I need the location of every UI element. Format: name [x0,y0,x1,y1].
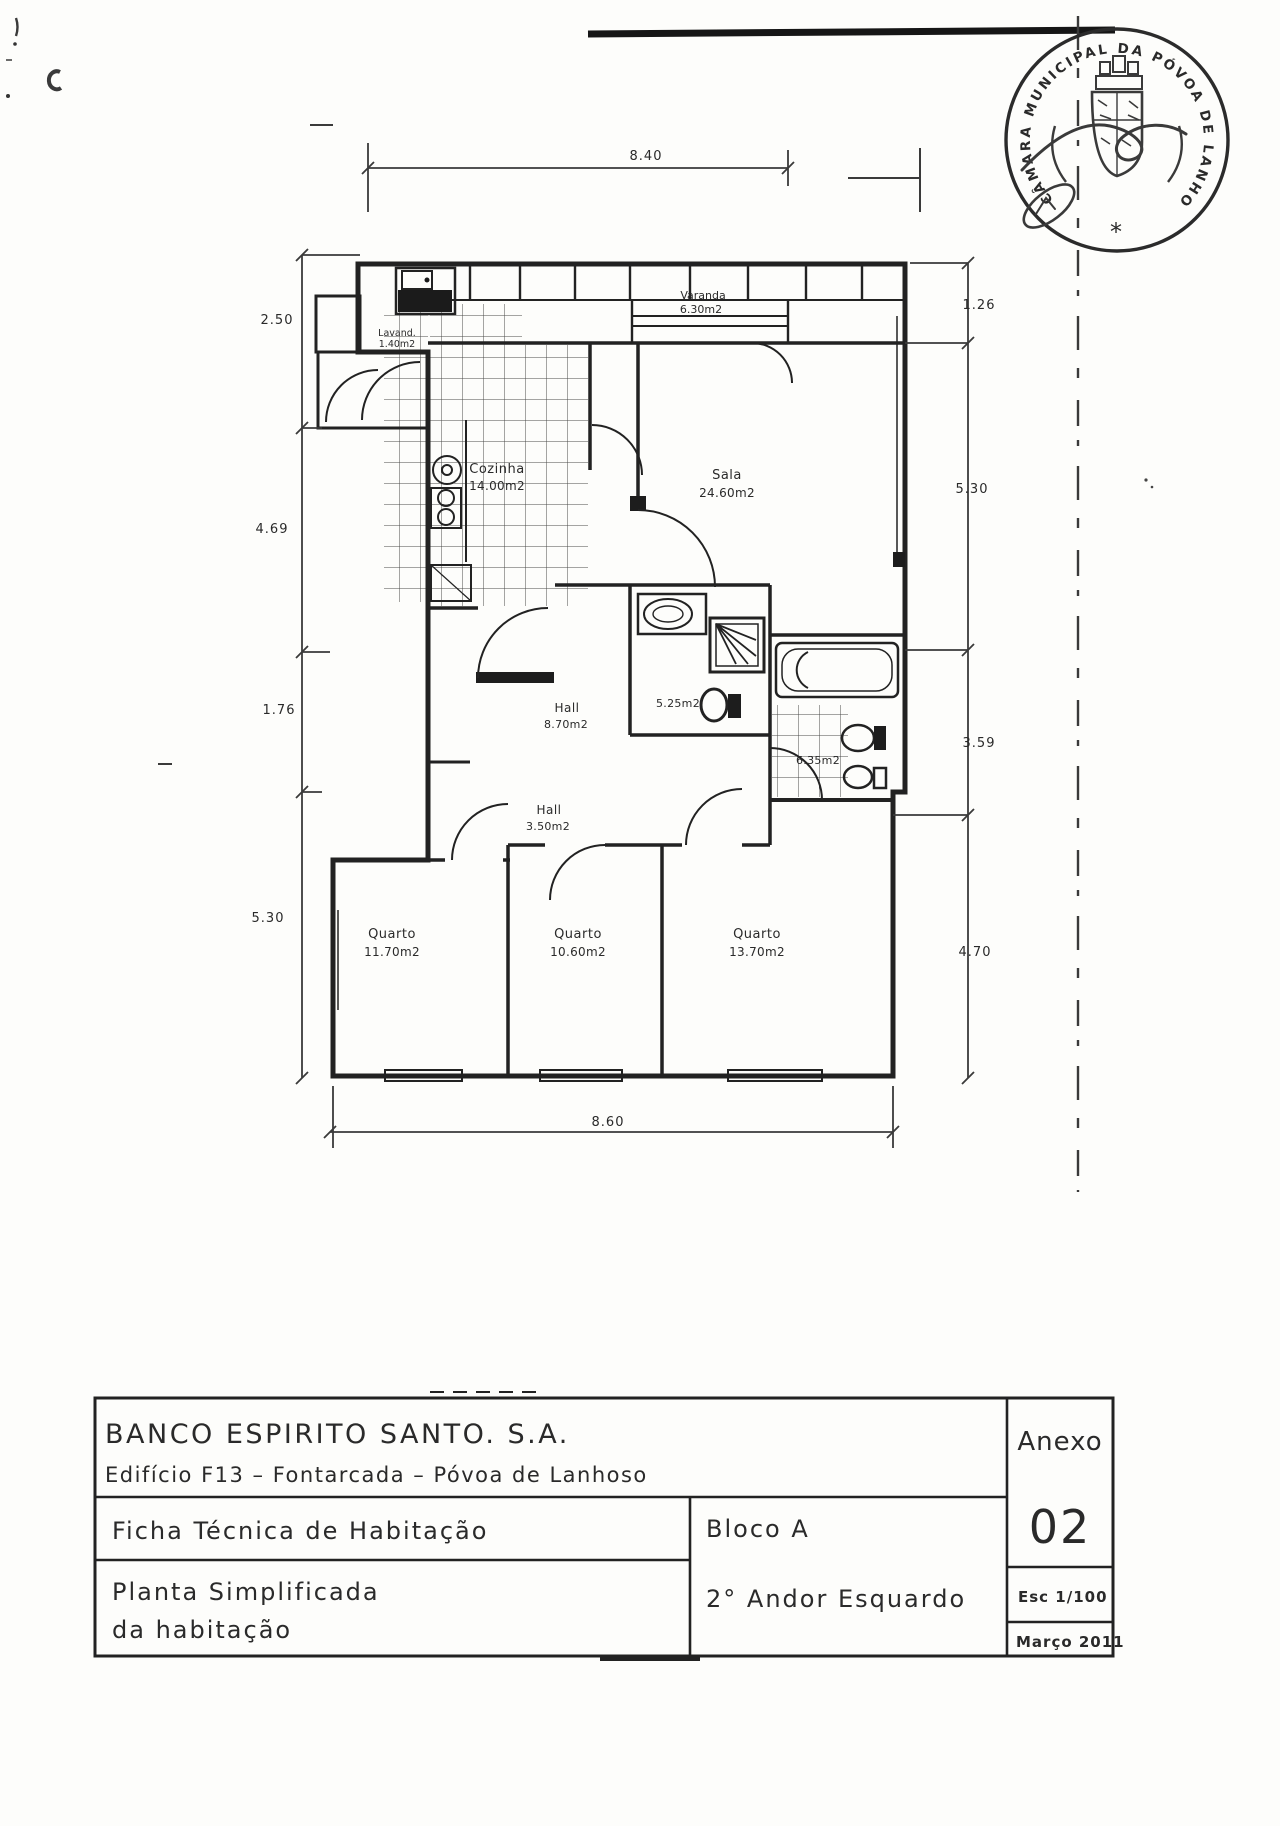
bathroom1-fixtures [636,592,766,723]
entry-porch [314,294,428,430]
dimension-lines [295,143,975,1148]
dim-left-3: 1.76 [263,703,296,718]
varanda-label: Varanda [680,289,725,302]
wall-chunks [476,496,905,683]
quarto3-area: 13.70m2 [729,945,785,959]
floor-plan: Varanda 6.30m2 Lavand. 1.40m2 Cozinha 14… [314,261,908,1082]
hall1-label: Hall [554,701,579,715]
coat-of-arms [1051,55,1183,183]
scan-specks [6,17,1154,765]
header-rule [587,26,1116,38]
varanda-area: 6.30m2 [680,303,722,316]
bathroom2-fixtures [774,641,900,790]
cozinha-label: Cozinha [469,462,524,477]
lavandaria-label: Lavand. [378,328,416,339]
company-name: BANCO ESPIRITO SANTO. S.A. [105,1419,570,1450]
dim-right-3: 3.59 [963,736,996,751]
date-label: Março 2011 [1016,1633,1125,1651]
room-labels: Varanda 6.30m2 Lavand. 1.40m2 Cozinha 14… [364,289,840,959]
block-label: Bloco A [706,1515,810,1543]
door-arcs [325,342,823,901]
hall1-area: 8.70m2 [544,718,588,731]
floor-label: 2° Andor Esquardo [706,1585,966,1613]
exterior-walls [330,261,908,1079]
municipal-stamp: CÂMARA MUNICIPAL DA PÓVOA DE LANHOSO * [0,0,1230,253]
doc-type: Ficha Técnica de Habitação [112,1517,488,1545]
dim-right-4: 4.70 [959,945,992,960]
annex-number: 02 [1029,1500,1092,1554]
signature [1020,123,1188,229]
dimension-labels: 8.40 8.60 2.50 4.69 1.76 5.30 1.26 5.30 … [252,149,996,1130]
windows [384,1069,823,1082]
dim-left-4: 5.30 [252,911,285,926]
hall2-label: Hall [536,803,561,817]
dim-right-1: 1.26 [963,298,996,313]
quarto1-label: Quarto [368,927,416,942]
dim-right-2: 5.30 [956,482,989,497]
wc2-area: 6.35m2 [796,754,840,767]
sala-label: Sala [712,468,742,483]
stamp-star: * [1110,218,1122,246]
quarto2-label: Quarto [554,927,602,942]
quarto1-area: 11.70m2 [364,945,420,959]
scale-label: Esc 1/100 [1018,1588,1108,1606]
sala-area: 24.60m2 [699,486,755,500]
dim-left-1: 2.50 [261,313,294,328]
annex-label: Anexo [1017,1427,1102,1457]
cozinha-area: 14.00m2 [469,479,525,493]
dim-left-2: 4.69 [256,522,289,537]
dim-top: 8.40 [630,149,663,164]
lavandaria-area: 1.40m2 [379,339,415,350]
laundry-sink [394,266,457,316]
interior-walls [337,264,905,1076]
kitchen-fixtures [430,420,472,602]
tiled-floors [384,302,848,797]
building-address: Edifício F13 – Fontarcada – Póvoa de Lan… [105,1463,648,1487]
wc1-area: 5.25m2 [656,697,700,710]
drawing-title-line1: Planta Simplificada [112,1578,380,1606]
title-block: BANCO ESPIRITO SANTO. S.A. Edifício F13 … [93,1391,1125,1661]
hall2-area: 3.50m2 [526,820,570,833]
quarto2-area: 10.60m2 [550,945,606,959]
drawing-title-line2: da habitação [112,1616,292,1644]
title-block-borders [93,1391,1115,1661]
dim-bottom: 8.60 [592,1115,625,1130]
quarto3-label: Quarto [733,927,781,942]
